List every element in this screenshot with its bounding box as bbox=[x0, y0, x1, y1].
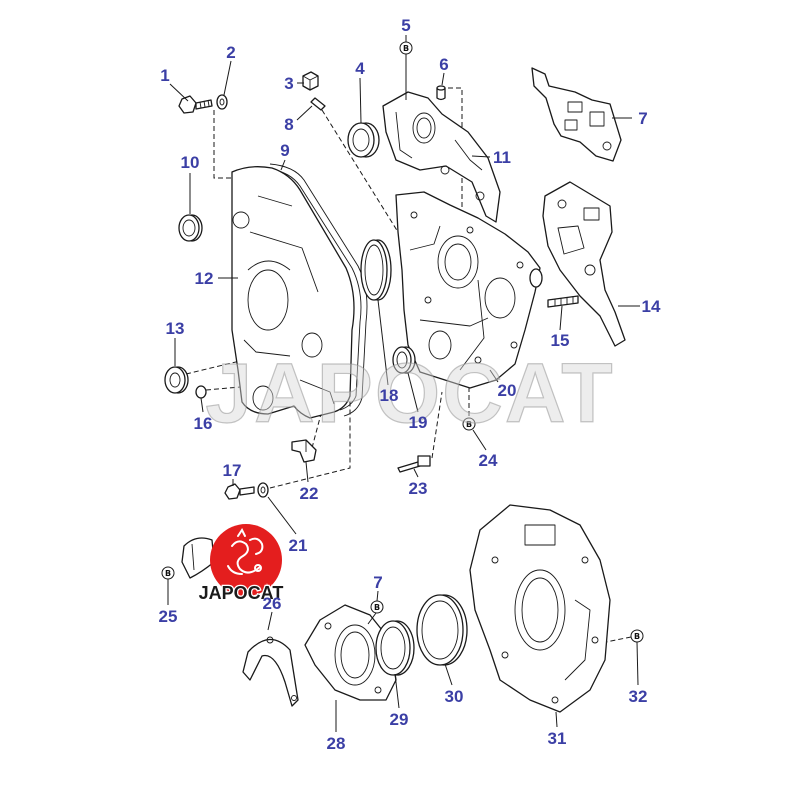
callout-6: 6 bbox=[439, 55, 448, 74]
dashed-line-6 bbox=[448, 87, 463, 245]
callout-29: 29 bbox=[390, 710, 409, 729]
callout-3: 3 bbox=[284, 74, 293, 93]
callout-24: 24 bbox=[479, 451, 498, 470]
part-23-sensor bbox=[397, 455, 431, 473]
part-2-washer bbox=[216, 94, 228, 110]
watermark-text: JAPOCAT bbox=[205, 346, 614, 440]
part-17-bolt bbox=[224, 483, 255, 500]
callout-16: 16 bbox=[194, 414, 213, 433]
callout-5: 5 bbox=[401, 16, 410, 35]
part-18-seal bbox=[360, 239, 392, 301]
callout-25: 25 bbox=[159, 607, 178, 626]
callout-15: 15 bbox=[551, 331, 570, 350]
part-25-bracket bbox=[181, 537, 215, 579]
callout-21: 21 bbox=[289, 536, 308, 555]
callout-7: 7 bbox=[638, 109, 647, 128]
part-19-seal bbox=[392, 346, 416, 374]
leader-lines bbox=[167, 35, 640, 732]
part-3-cap bbox=[302, 71, 319, 91]
logo-text: JAPOCAT bbox=[199, 583, 284, 603]
callout-7-lower: 7 bbox=[373, 573, 382, 592]
part-4-seal bbox=[347, 122, 380, 158]
callout-labels: 1 2 3 4 5 6 7 8 9 10 11 12 13 14 15 16 1… bbox=[159, 16, 661, 753]
part-12-cover bbox=[231, 166, 355, 419]
callout-13: 13 bbox=[166, 319, 185, 338]
logo-red-circle bbox=[210, 524, 282, 596]
bolt-marker-label: B bbox=[403, 44, 409, 53]
part-8-pin bbox=[310, 97, 326, 111]
callout-2: 2 bbox=[226, 43, 235, 62]
bolt-marker-32: B bbox=[630, 629, 644, 643]
callout-22: 22 bbox=[300, 484, 319, 503]
part-26-bracket bbox=[242, 636, 299, 707]
bolt-marker-25: B bbox=[161, 566, 175, 580]
callout-28: 28 bbox=[327, 734, 346, 753]
dashed-line-32 bbox=[605, 636, 632, 643]
callout-1: 1 bbox=[160, 66, 169, 85]
callout-18: 18 bbox=[380, 386, 399, 405]
bolt-marker-7-lower: B bbox=[370, 600, 384, 614]
part-13-seal bbox=[164, 366, 189, 394]
part-1-bolt bbox=[178, 95, 213, 114]
part-29-seal bbox=[375, 620, 415, 676]
callout-8: 8 bbox=[284, 115, 293, 134]
part-20-housing bbox=[395, 191, 543, 389]
dashed-line-17 bbox=[269, 402, 351, 489]
bolt-marker-label: B bbox=[374, 603, 380, 612]
bolt-marker-24: B bbox=[462, 417, 476, 431]
part-11-bracket bbox=[382, 91, 501, 223]
part-21-washer bbox=[257, 482, 269, 498]
part-30-seal bbox=[416, 594, 468, 666]
cat-icon bbox=[227, 528, 264, 575]
part-6-dowel bbox=[436, 85, 446, 101]
part-10-seal bbox=[178, 214, 203, 242]
callout-26: 26 bbox=[263, 594, 282, 613]
callout-14: 14 bbox=[642, 297, 661, 316]
callout-31: 31 bbox=[548, 729, 567, 748]
callout-10: 10 bbox=[181, 153, 200, 172]
part-14-gasket bbox=[542, 181, 626, 347]
callout-12: 12 bbox=[195, 269, 214, 288]
callout-9: 9 bbox=[280, 141, 289, 160]
bolt-marker-label: B bbox=[165, 569, 171, 578]
callout-17: 17 bbox=[223, 461, 242, 480]
dashed-line-23 bbox=[431, 391, 443, 459]
callout-32: 32 bbox=[629, 687, 648, 706]
part-28-retainer bbox=[304, 604, 397, 701]
bolt-marker-5: B bbox=[399, 41, 413, 55]
dashed-line-2 bbox=[213, 110, 234, 179]
part-31-plate bbox=[469, 504, 611, 713]
callout-11: 11 bbox=[493, 148, 511, 167]
part-15-stud bbox=[547, 295, 579, 308]
brand-logo: JAPOCAT bbox=[197, 524, 285, 604]
part-7-gasket bbox=[531, 67, 622, 162]
bolt-marker-label: B bbox=[466, 420, 472, 429]
callout-4: 4 bbox=[355, 59, 365, 78]
callout-19: 19 bbox=[409, 413, 428, 432]
dashed-line-22 bbox=[311, 409, 323, 449]
callout-30: 30 bbox=[445, 687, 464, 706]
callout-20: 20 bbox=[498, 381, 517, 400]
callout-23: 23 bbox=[409, 479, 428, 498]
bolt-marker-label: B bbox=[634, 632, 640, 641]
part-22-bracket bbox=[291, 439, 317, 463]
